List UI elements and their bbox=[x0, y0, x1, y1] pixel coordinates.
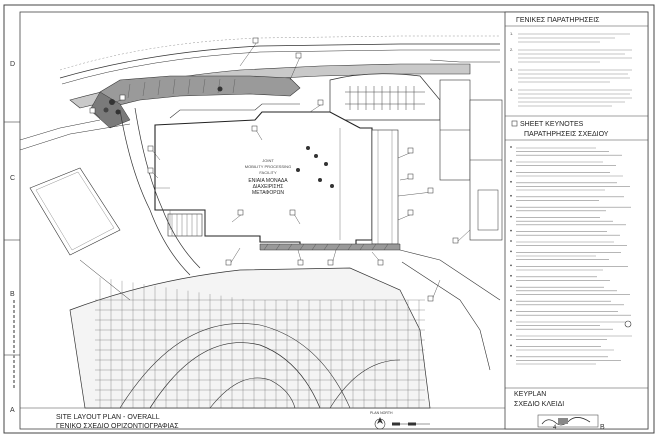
svg-text:ΕΝΙΑΙΑ ΜΟΝΑΔΑ: ΕΝΙΑΙΑ ΜΟΝΑΔΑ bbox=[248, 178, 288, 184]
keynote-bullet bbox=[510, 274, 512, 277]
site-plan: JOINT MOBILITY PROCESSING FACILITY ΕΝΙΑΙ… bbox=[19, 35, 503, 409]
keynote-tag bbox=[237, 209, 244, 216]
keynotes-checkbox-icon bbox=[511, 120, 518, 127]
row-letter-d: D bbox=[10, 61, 15, 68]
north-arrow-icon bbox=[374, 417, 386, 430]
svg-text:JOINT: JOINT bbox=[262, 158, 274, 163]
svg-text:1.: 1. bbox=[510, 31, 513, 36]
svg-text:ΜΕΤΑΦΟΡΩΝ: ΜΕΤΑΦΟΡΩΝ bbox=[252, 190, 284, 196]
keynote-bullet bbox=[510, 285, 512, 288]
keynote-leader-line bbox=[255, 129, 263, 141]
keynote-bullet bbox=[510, 320, 512, 322]
keynote-bullet bbox=[510, 354, 512, 357]
keynote-leader-line bbox=[239, 41, 258, 67]
keynote-leader-line bbox=[309, 103, 323, 113]
keyplan-mini-map bbox=[537, 414, 599, 428]
row-letter-a: A bbox=[10, 407, 15, 414]
keynote-leader-line bbox=[456, 229, 471, 243]
keynote-bullet bbox=[510, 240, 512, 242]
keynote-tag bbox=[147, 145, 154, 152]
keynote-bullet bbox=[510, 194, 512, 197]
notes-panel bbox=[504, 11, 649, 430]
paved-plaza bbox=[69, 267, 431, 409]
keynote-tag bbox=[452, 237, 459, 244]
keynotes-title-gr: ΠΑΡΑΤΗΡΗΣΕΙΣ ΣΧΕΔΙΟΥ bbox=[524, 131, 609, 138]
keynote-bullet bbox=[510, 344, 512, 347]
keynote-leader-line bbox=[289, 56, 301, 81]
keynote-tag bbox=[119, 94, 126, 101]
keynote-tag bbox=[295, 52, 302, 59]
keynote-bullet bbox=[510, 170, 512, 173]
keynote-leader-line bbox=[231, 213, 243, 223]
keynote-bullet bbox=[510, 180, 512, 183]
keynote-bullet bbox=[510, 299, 512, 302]
hatched-parking bbox=[99, 75, 301, 107]
keynote-bullet bbox=[510, 334, 512, 336]
keyplan-title-gr: ΣΧΕΔΙΟ ΚΛΕΙΔΙ bbox=[514, 401, 564, 408]
keynote-tag bbox=[252, 37, 259, 44]
keynote-tag bbox=[147, 167, 154, 174]
keynote-tag bbox=[377, 259, 384, 266]
svg-text:4.: 4. bbox=[510, 87, 513, 92]
keynote-symbol-icon bbox=[624, 320, 632, 328]
general-notes-text: 1. 2. 3. 4. bbox=[510, 31, 632, 107]
keynote-leader-line bbox=[229, 247, 241, 265]
keynote-tag bbox=[317, 99, 324, 106]
keynote-bullet bbox=[510, 250, 512, 253]
keynote-leader-line bbox=[151, 149, 161, 161]
north-label: PLAN NORTH bbox=[370, 411, 393, 415]
tree-cluster-icon bbox=[103, 86, 223, 115]
keynote-tag bbox=[407, 173, 414, 180]
east-parking bbox=[329, 73, 441, 121]
keynote-bullet bbox=[510, 146, 512, 148]
keynote-tag bbox=[327, 259, 334, 266]
keynote-leader-line bbox=[293, 213, 301, 225]
keynote-tag bbox=[251, 125, 258, 132]
tree-icons bbox=[296, 146, 334, 188]
sheet-border bbox=[3, 4, 655, 434]
svg-text:FACILITY: FACILITY bbox=[259, 170, 277, 175]
general-notes-title: ΓΕΝΙΚΕΣ ΠΑΡΑΤΗΡΗΣΕΙΣ bbox=[516, 17, 600, 24]
keynote-tag bbox=[427, 187, 434, 194]
keynote-bullet bbox=[510, 229, 512, 232]
keynote-leader-line bbox=[431, 279, 441, 301]
keynote-list bbox=[510, 146, 632, 365]
keyplan-title-en: KEYPLAN bbox=[514, 391, 546, 398]
keyplan-mid-label: 4 bbox=[553, 425, 557, 431]
keynote-tag bbox=[407, 147, 414, 154]
keynote-tag bbox=[225, 259, 232, 266]
drawing-title-gr: ΓΕΝΙΚΟ ΣΧΕΔΙΟ ΟΡΙΖΟΝΤΙΟΓΡΑΦΙΑΣ bbox=[56, 423, 179, 430]
keynote-tag bbox=[297, 259, 304, 266]
keynote-tag bbox=[407, 209, 414, 216]
row-letter-c: C bbox=[10, 175, 15, 182]
svg-text:MOBILITY PROCESSING: MOBILITY PROCESSING bbox=[245, 164, 291, 169]
keynote-bullet bbox=[510, 215, 512, 218]
svg-text:2.: 2. bbox=[510, 47, 513, 52]
keynote-bullet bbox=[510, 205, 512, 208]
building-label: JOINT MOBILITY PROCESSING FACILITY ΕΝΙΑΙ… bbox=[245, 158, 291, 196]
svg-text:3.: 3. bbox=[510, 67, 513, 72]
keynote-bullet bbox=[510, 264, 512, 267]
keynote-bullet bbox=[510, 309, 512, 312]
keynote-bullet bbox=[510, 160, 512, 162]
keynote-tag bbox=[89, 107, 96, 114]
keyplan-col-label: B bbox=[600, 424, 605, 431]
row-letter-b: B bbox=[10, 291, 15, 298]
keynote-tags bbox=[89, 37, 471, 302]
svg-text:ΔΙΑΧΕΙΡΙΣΗΣ: ΔΙΑΧΕΙΡΙΣΗΣ bbox=[253, 184, 284, 190]
keynotes-title-en: SHEET KEYNOTES bbox=[520, 121, 584, 128]
keynote-leader-line bbox=[397, 191, 433, 197]
keynote-tag bbox=[427, 295, 434, 302]
drawing-title-en: SITE LAYOUT PLAN - OVERALL bbox=[56, 414, 160, 421]
keynote-tag bbox=[289, 209, 296, 216]
